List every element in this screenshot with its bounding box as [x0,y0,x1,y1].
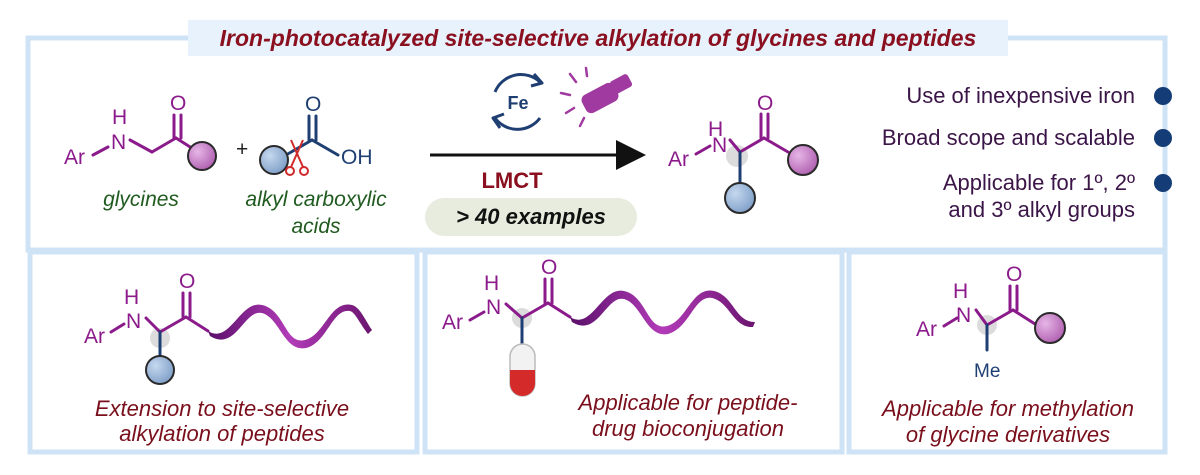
bioconjugate-h: H [484,272,499,295]
light-bulb-icon [559,66,633,128]
feature-3-bullet [1154,174,1172,192]
feature-1: Use of inexpensive iron [906,83,1135,108]
bioconjugate-o: O [541,256,557,279]
scope-badge: > 40 examples [456,204,606,229]
methyl-h: H [953,280,968,303]
product-h: H [708,118,723,141]
feature-1-bullet [1154,87,1172,105]
scope-badge-bg [425,198,637,236]
bioconjugate-ribbon [570,290,755,335]
title: Iron-photocatalyzed site-selective alkyl… [220,25,977,51]
glycine-ar: Ar [64,146,85,169]
application-2-line1: Applicable for peptide- [577,390,798,415]
feature-3-line2: and 3º alkyl groups [948,197,1135,222]
photocatalytic-cycle-icon [491,73,544,131]
acid-o: O [305,93,321,116]
product-alkyl-ball [724,182,756,214]
reactant1-label: glycines [103,188,179,211]
methyl-me: Me [974,361,1000,382]
acyl-group-ball [187,141,217,171]
reactant2-label-line2: acids [291,215,341,238]
catalyst-fe: Fe [507,93,528,113]
peptide-ar: Ar [84,325,105,348]
methyl-acyl-ball [1034,312,1066,344]
product-structure [694,112,790,185]
bioconjugate-ar: Ar [442,311,463,334]
peptide-structure [109,291,210,360]
methyl-ar: Ar [916,318,937,341]
application-1-line2: alkylation of peptides [119,421,324,446]
scissors-icon [285,139,309,176]
arrow-label-lmct: LMCT [481,168,543,193]
peptide-n: N [126,310,141,333]
carboxylic-acid-structure [284,114,340,157]
panel-left-frame [27,249,420,455]
peptide-h: H [124,286,139,309]
title-banner [188,20,1008,56]
feature-2-bullet [1154,129,1172,147]
panel-middle-frame [422,249,845,455]
peptide-ribbon [208,304,372,349]
product-ar: Ar [668,148,689,171]
product-acyl-ball [787,144,819,176]
acid-oh: OH [341,146,373,169]
alkyl-group-ball [259,145,289,175]
bioconjugate-structure [468,277,572,346]
application-3-line1: Applicable for methylation [880,396,1134,421]
methyl-n: N [956,304,971,327]
peptide-alkyl-ball [145,355,175,385]
methylated-glycine-structure [942,284,1037,352]
panel-right-frame [846,249,1168,455]
application-2-line2: drug bioconjugation [592,416,784,441]
feature-2: Broad scope and scalable [882,125,1135,150]
bioconjugate-n: N [486,296,501,319]
methyl-o: O [1006,263,1022,286]
application-3-line2: of glycine derivatives [906,422,1110,447]
application-1-line1: Extension to site-selective [95,396,349,421]
glycine-structure [91,113,200,157]
feature-3-line1: Applicable for 1º, 2º [943,170,1135,195]
plus-sign: + [236,138,248,161]
drug-capsule-icon [509,343,536,397]
peptide-o: O [179,270,195,293]
reactant2-label-line1: alkyl carboxylic [245,188,387,211]
glycine-o: O [170,92,186,115]
product-n: N [712,134,727,157]
glycine-n: N [111,131,126,154]
product-o: O [757,92,773,115]
glycine-h: H [112,106,127,129]
